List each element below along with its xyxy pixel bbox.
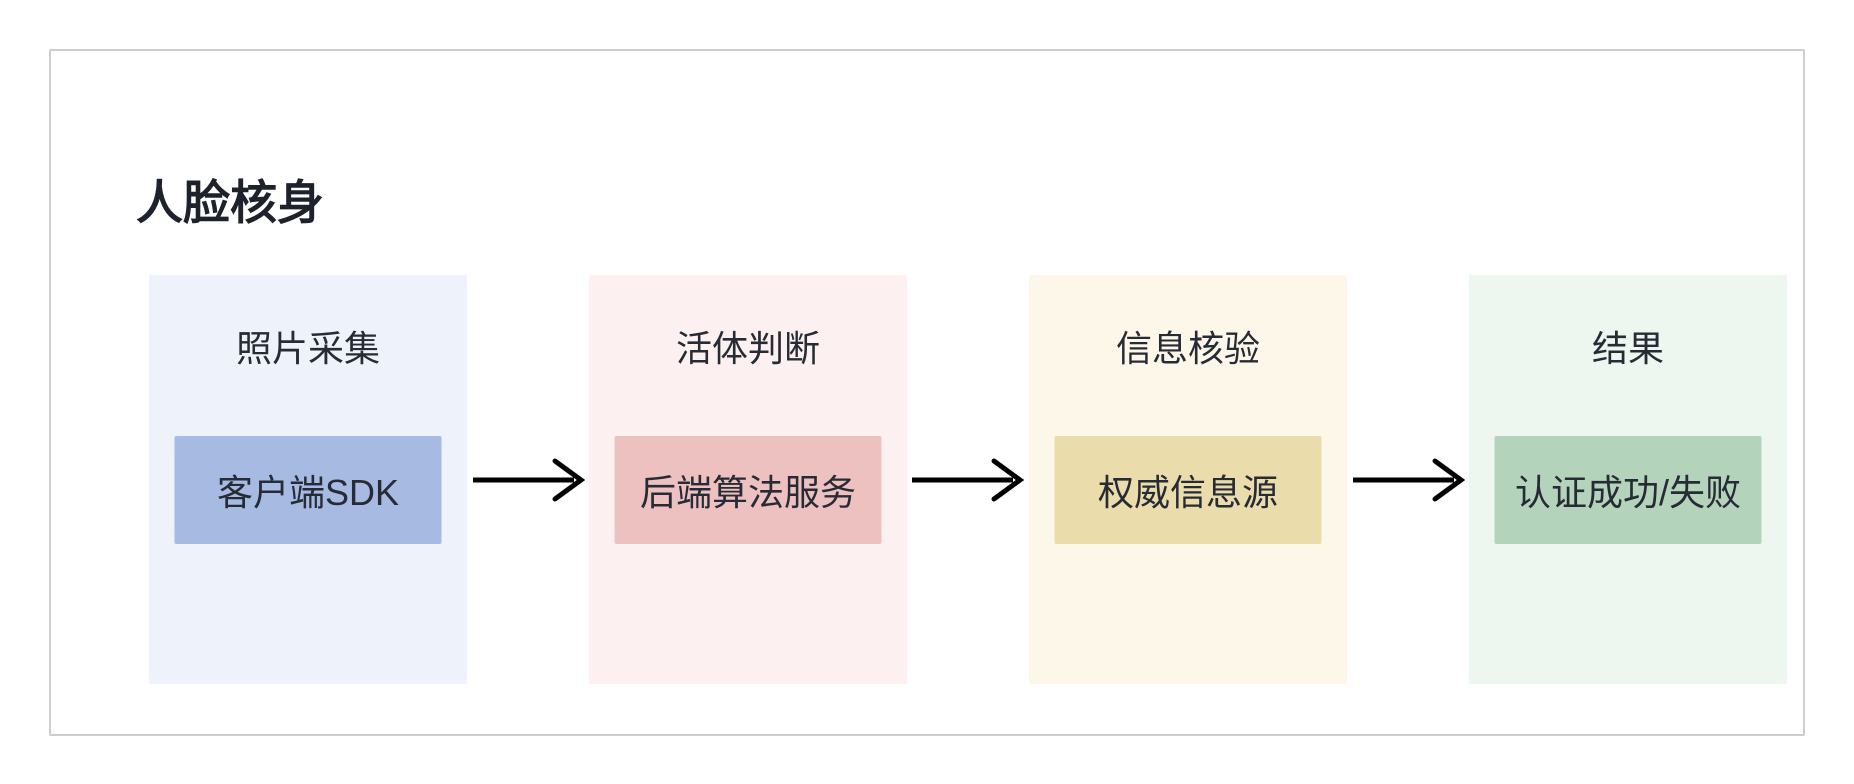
step-label: 照片采集 (235, 328, 380, 369)
step-panel-result: 结果 认证成功/失败 (1469, 275, 1787, 684)
step-node: 权威信息源 (1054, 436, 1322, 544)
step-panel-photo-capture: 照片采集 客户端SDK (149, 275, 467, 684)
diagram-title: 人脸核身 (136, 176, 324, 230)
step-node-label: 权威信息源 (1097, 472, 1278, 513)
step-node: 认证成功/失败 (1494, 436, 1762, 544)
flow-arrow-icon (912, 458, 1025, 502)
step-panel-liveness-check: 活体判断 后端算法服务 (589, 275, 907, 684)
step-node-label: 后端算法服务 (639, 472, 856, 513)
flow-arrow-icon (473, 458, 586, 502)
step-label: 信息核验 (1115, 328, 1260, 369)
step-node-label: 认证成功/失败 (1514, 472, 1741, 513)
step-label: 结果 (1591, 328, 1664, 369)
step-label: 活体判断 (675, 328, 820, 369)
diagram-canvas: 人脸核身 照片采集 客户端SDK 活体判断 后端算法服务 信息核验 权威信息源 (49, 49, 1805, 736)
flow-arrow-icon (1353, 458, 1466, 502)
step-panel-info-verification: 信息核验 权威信息源 (1029, 275, 1347, 684)
step-node: 后端算法服务 (614, 436, 882, 544)
step-node-label: 客户端SDK (216, 472, 400, 513)
step-node: 客户端SDK (174, 436, 442, 544)
